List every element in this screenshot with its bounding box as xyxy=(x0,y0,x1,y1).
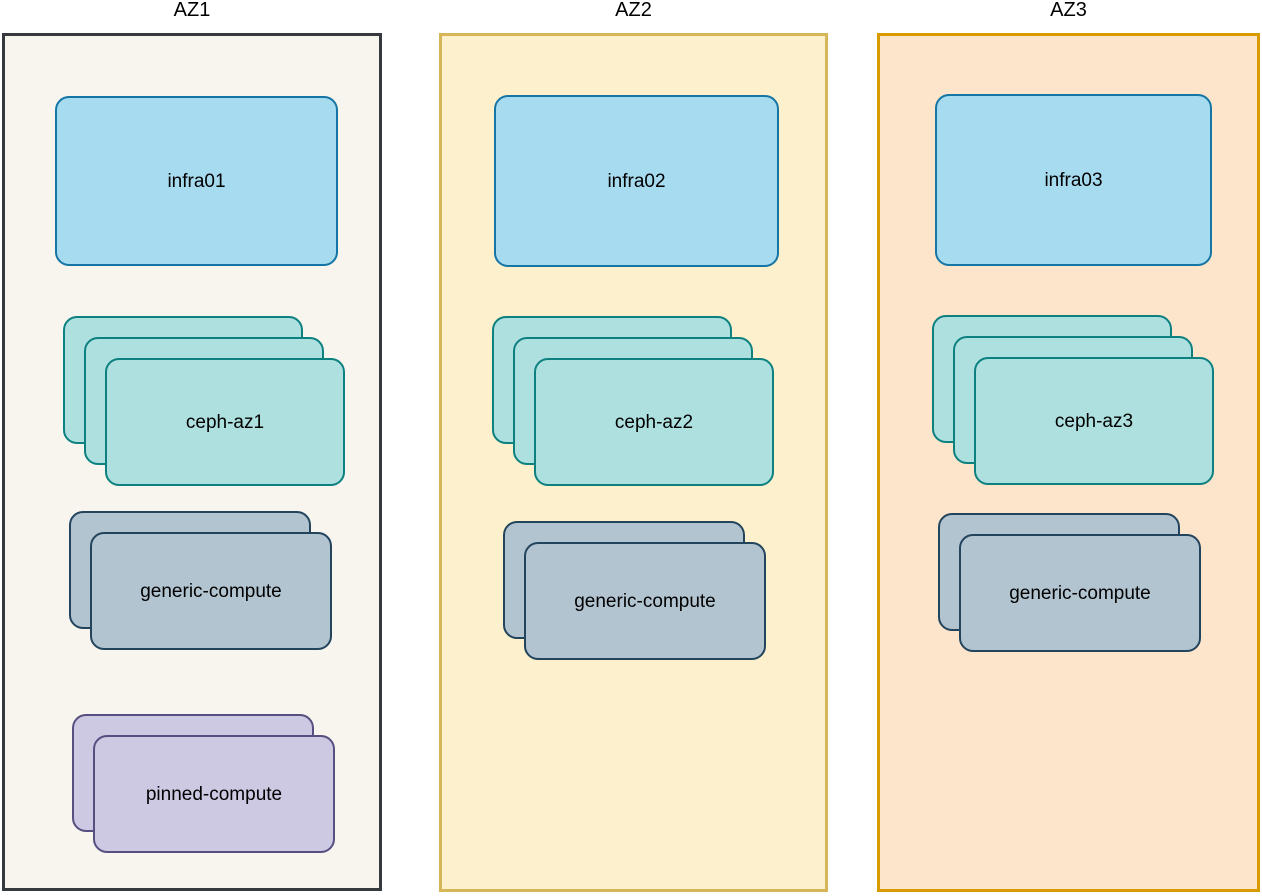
zone-title-az1: AZ1 xyxy=(173,0,211,21)
node-card-front[interactable]: generic-compute xyxy=(524,542,766,660)
node-card-front[interactable]: infra03 xyxy=(935,94,1212,266)
zone-container-az3: infra03 ceph-az3 generic-compute xyxy=(877,33,1260,892)
node-card-front[interactable]: infra02 xyxy=(494,95,779,267)
node-label: ceph-az1 xyxy=(185,411,265,433)
node-group-az3-ceph[interactable]: ceph-az3 xyxy=(932,315,1214,485)
availability-zone-az3: AZ3 infra03 ceph-az3 generic-compute xyxy=(877,0,1260,892)
node-label: infra02 xyxy=(607,170,666,192)
node-group-az2-ceph[interactable]: ceph-az2 xyxy=(492,316,774,486)
node-group-az1-infra[interactable]: infra01 xyxy=(55,96,338,266)
node-group-az2-infra[interactable]: infra02 xyxy=(494,95,779,267)
node-label: infra03 xyxy=(1044,169,1103,191)
zone-container-az1: infra01 ceph-az1 generic-compute pinned-com… xyxy=(2,33,382,891)
node-label: generic-compute xyxy=(1009,582,1151,604)
node-label: ceph-az2 xyxy=(614,411,694,433)
node-group-az1-ceph[interactable]: ceph-az1 xyxy=(63,316,345,486)
node-label: generic-compute xyxy=(140,580,282,602)
node-group-az1-pinned[interactable]: pinned-compute xyxy=(72,714,335,853)
node-card-front[interactable]: ceph-az2 xyxy=(534,358,774,486)
node-label: infra01 xyxy=(167,170,226,192)
node-group-az1-generic[interactable]: generic-compute xyxy=(69,511,332,650)
zone-title-az3: AZ3 xyxy=(1050,0,1087,21)
node-label: pinned-compute xyxy=(145,783,283,805)
availability-zone-az1: AZ1 infra01 ceph-az1 generic-compute pinned-… xyxy=(2,0,382,891)
node-label: generic-compute xyxy=(574,590,716,612)
node-group-az2-generic[interactable]: generic-compute xyxy=(503,521,766,660)
node-card-front[interactable]: ceph-az3 xyxy=(974,357,1214,485)
node-card-front[interactable]: generic-compute xyxy=(959,534,1201,652)
node-card-front[interactable]: pinned-compute xyxy=(93,735,335,853)
zone-container-az2: infra02 ceph-az2 generic-compute xyxy=(439,33,828,892)
node-group-az3-infra[interactable]: infra03 xyxy=(935,94,1212,266)
node-group-az3-generic[interactable]: generic-compute xyxy=(938,513,1201,652)
node-card-front[interactable]: infra01 xyxy=(55,96,338,266)
node-card-front[interactable]: generic-compute xyxy=(90,532,332,650)
node-card-front[interactable]: ceph-az1 xyxy=(105,358,345,486)
zone-title-az2: AZ2 xyxy=(615,0,652,21)
availability-zone-az2: AZ2 infra02 ceph-az2 generic-compute xyxy=(439,0,828,892)
node-label: ceph-az3 xyxy=(1054,410,1134,432)
